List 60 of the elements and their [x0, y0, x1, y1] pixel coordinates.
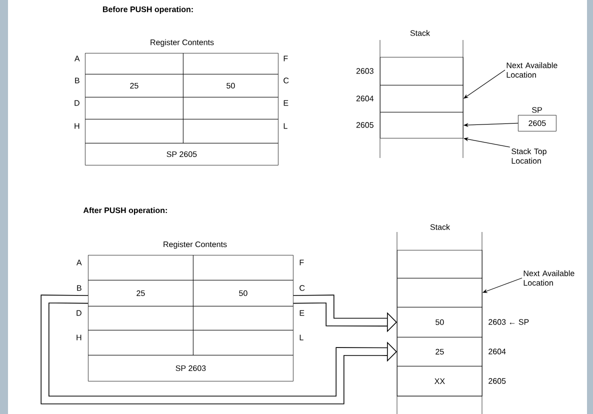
register-letter: L	[284, 123, 288, 129]
register-cell	[193, 330, 294, 356]
address-label: 2604	[356, 96, 374, 102]
register-letter: D	[74, 100, 80, 106]
register-letter: A	[74, 56, 80, 62]
address-label: 2605	[356, 122, 374, 128]
register-letter: F	[284, 56, 288, 62]
table-heading: Stack	[430, 224, 450, 230]
register-cell	[85, 119, 184, 144]
section-heading: After PUSH operation:	[83, 207, 167, 215]
register-letter: E	[284, 100, 288, 106]
register-cell	[183, 97, 278, 120]
register-cell	[183, 119, 278, 144]
register-letter: A	[76, 260, 82, 266]
register-cell	[88, 306, 194, 330]
register-letter: C	[284, 78, 289, 84]
stack-cell: XX	[397, 366, 482, 396]
register-cell	[85, 97, 184, 120]
table-heading: Stack	[410, 30, 430, 36]
register-cell: 25	[88, 280, 194, 306]
register-letter: H	[76, 334, 82, 340]
register-cell: 50	[183, 74, 278, 98]
section-heading: Before PUSH operation:	[102, 6, 193, 14]
register-letter: B	[77, 285, 82, 291]
callout-text: Stack Top Location	[512, 148, 546, 164]
register-cell	[88, 255, 194, 280]
register-cell	[88, 330, 194, 356]
address-label: 2604	[488, 348, 506, 354]
table-heading: Register Contents	[164, 241, 227, 249]
stack-cell	[380, 112, 464, 138]
register-letter: H	[74, 123, 80, 129]
register-name: SP	[532, 107, 542, 113]
register-letter: D	[76, 310, 82, 316]
register-letter: E	[300, 310, 304, 316]
stack-cell	[380, 85, 464, 112]
register-cell: SP 2603	[88, 355, 294, 382]
register-letter: F	[300, 260, 304, 266]
register-box: 2605	[518, 115, 556, 132]
register-cell	[183, 53, 278, 74]
callout-text: Next Available Location	[506, 62, 558, 78]
address-label: 2603 ← SP	[488, 319, 529, 325]
register-letter: B	[75, 78, 80, 84]
stack-cell: 50	[397, 307, 482, 338]
stack-cell	[380, 57, 464, 86]
callout-text: Next Available Location	[524, 270, 574, 286]
register-cell	[193, 255, 294, 280]
hollow-arrow	[40, 294, 397, 404]
register-cell: 25	[85, 74, 184, 98]
register-cell	[193, 306, 294, 330]
register-cell: 50	[193, 280, 294, 306]
address-label: 2603	[356, 68, 374, 74]
register-letter: C	[300, 285, 305, 291]
stack-cell: 25	[397, 337, 482, 366]
address-label: 2605	[488, 378, 506, 384]
table-heading: Register Contents	[150, 39, 214, 47]
register-cell: SP 2605	[85, 143, 278, 166]
stack-cell	[397, 250, 482, 278]
stack-cell	[397, 278, 482, 308]
register-cell	[85, 53, 184, 74]
register-letter: L	[300, 334, 304, 340]
